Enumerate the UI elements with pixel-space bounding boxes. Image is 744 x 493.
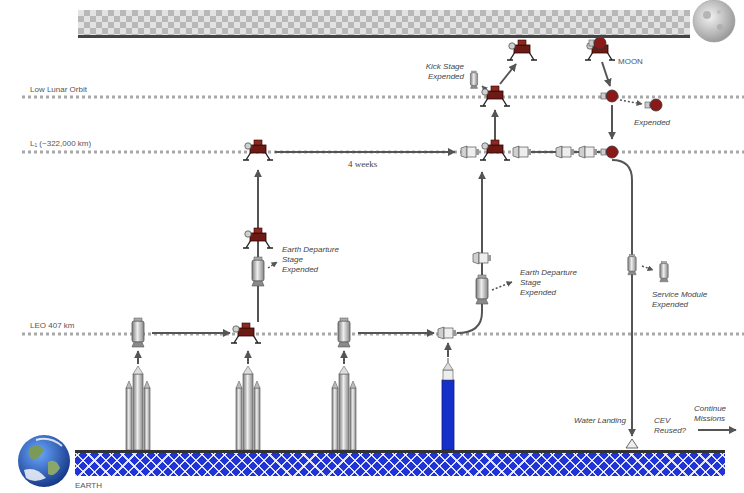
departure-stage-icon <box>476 275 488 304</box>
moon-globe <box>693 0 735 42</box>
orbit-label: Low Lunar Orbit <box>30 85 87 95</box>
ascent-pod-icon <box>645 99 662 111</box>
leo-line <box>22 333 744 336</box>
callout-note: CEV Reused? <box>654 416 692 436</box>
departure-stage-icon <box>132 318 144 347</box>
heavy-launcher <box>236 366 260 450</box>
rendezvous-arrow <box>358 332 434 334</box>
trajectory-arrows <box>138 62 736 436</box>
callout-note: Continue Missions <box>694 404 740 424</box>
orbit-label: LEO 407 km <box>30 321 74 331</box>
crew-vehicle-icon <box>438 327 456 339</box>
service-module-icon <box>628 255 636 275</box>
loiter-arrow <box>275 151 455 153</box>
callout-note: Expended <box>634 118 670 128</box>
callout-note: Service Module Expended <box>652 290 708 310</box>
lander-icon <box>243 140 273 160</box>
lander-icon <box>480 86 510 106</box>
launch-arrow <box>137 351 139 364</box>
launch-arrow <box>247 351 249 364</box>
lander-icon <box>243 228 273 248</box>
moon-band: MOON <box>78 10 690 38</box>
l1-line <box>22 151 744 154</box>
callout-note: Earth Departure Stage Expended <box>520 268 578 298</box>
band-label: EARTH <box>75 481 102 491</box>
heavy-launcher <box>332 366 356 450</box>
ascent-pod-icon <box>601 146 618 158</box>
ascent-arrow <box>602 62 610 86</box>
jettison-arrow <box>620 100 642 104</box>
crew-vehicle-icon <box>579 146 597 158</box>
jettison-arrow <box>492 282 512 290</box>
lander-icon <box>231 323 261 343</box>
service-module-icon <box>660 262 668 282</box>
lander-icon <box>507 40 537 60</box>
crew-vehicle-icon <box>461 146 479 158</box>
duration-label: 4 weeks <box>348 159 377 169</box>
earth-globe <box>18 435 70 487</box>
crew-vehicle-icon <box>556 146 574 158</box>
jettison-arrow <box>268 262 277 268</box>
jettison-arrow <box>642 266 653 270</box>
landing-arrow <box>500 64 516 84</box>
rendezvous-arrow <box>152 332 230 334</box>
capsule-icon <box>626 439 638 448</box>
callout-note: Water Landing <box>572 416 626 426</box>
departure-stage-icon <box>252 257 264 286</box>
kick-stage-icon <box>470 71 477 88</box>
launch-arrow <box>343 351 345 364</box>
callout-note: Kick Stage Expended <box>412 62 464 82</box>
orbit-lines <box>22 97 744 334</box>
crew-launcher <box>442 358 454 450</box>
band-label: MOON <box>618 57 643 67</box>
earth-band: EARTH <box>75 450 725 476</box>
ascent-pod-icon <box>589 37 606 49</box>
transfer-arrow <box>257 170 259 322</box>
return-arrow <box>611 105 613 139</box>
crew-vehicle-icon <box>473 252 491 264</box>
ascent-pod-icon <box>601 90 618 102</box>
jettison-arrows <box>268 86 653 290</box>
low-lunar-orbit-line <box>22 96 744 99</box>
launch-arrow <box>447 343 449 357</box>
callout-note: Earth Departure Stage Expended <box>282 245 340 275</box>
entry-arrow <box>612 160 632 436</box>
orbit-label: L₁ (~322,000 km) <box>30 139 91 149</box>
descent-arrow <box>494 110 496 142</box>
lander-icon <box>480 140 510 160</box>
heavy-launcher <box>126 366 150 450</box>
crew-vehicle-icon <box>513 146 531 158</box>
departure-stage-icon <box>338 318 350 347</box>
continue-arrow <box>698 429 736 431</box>
